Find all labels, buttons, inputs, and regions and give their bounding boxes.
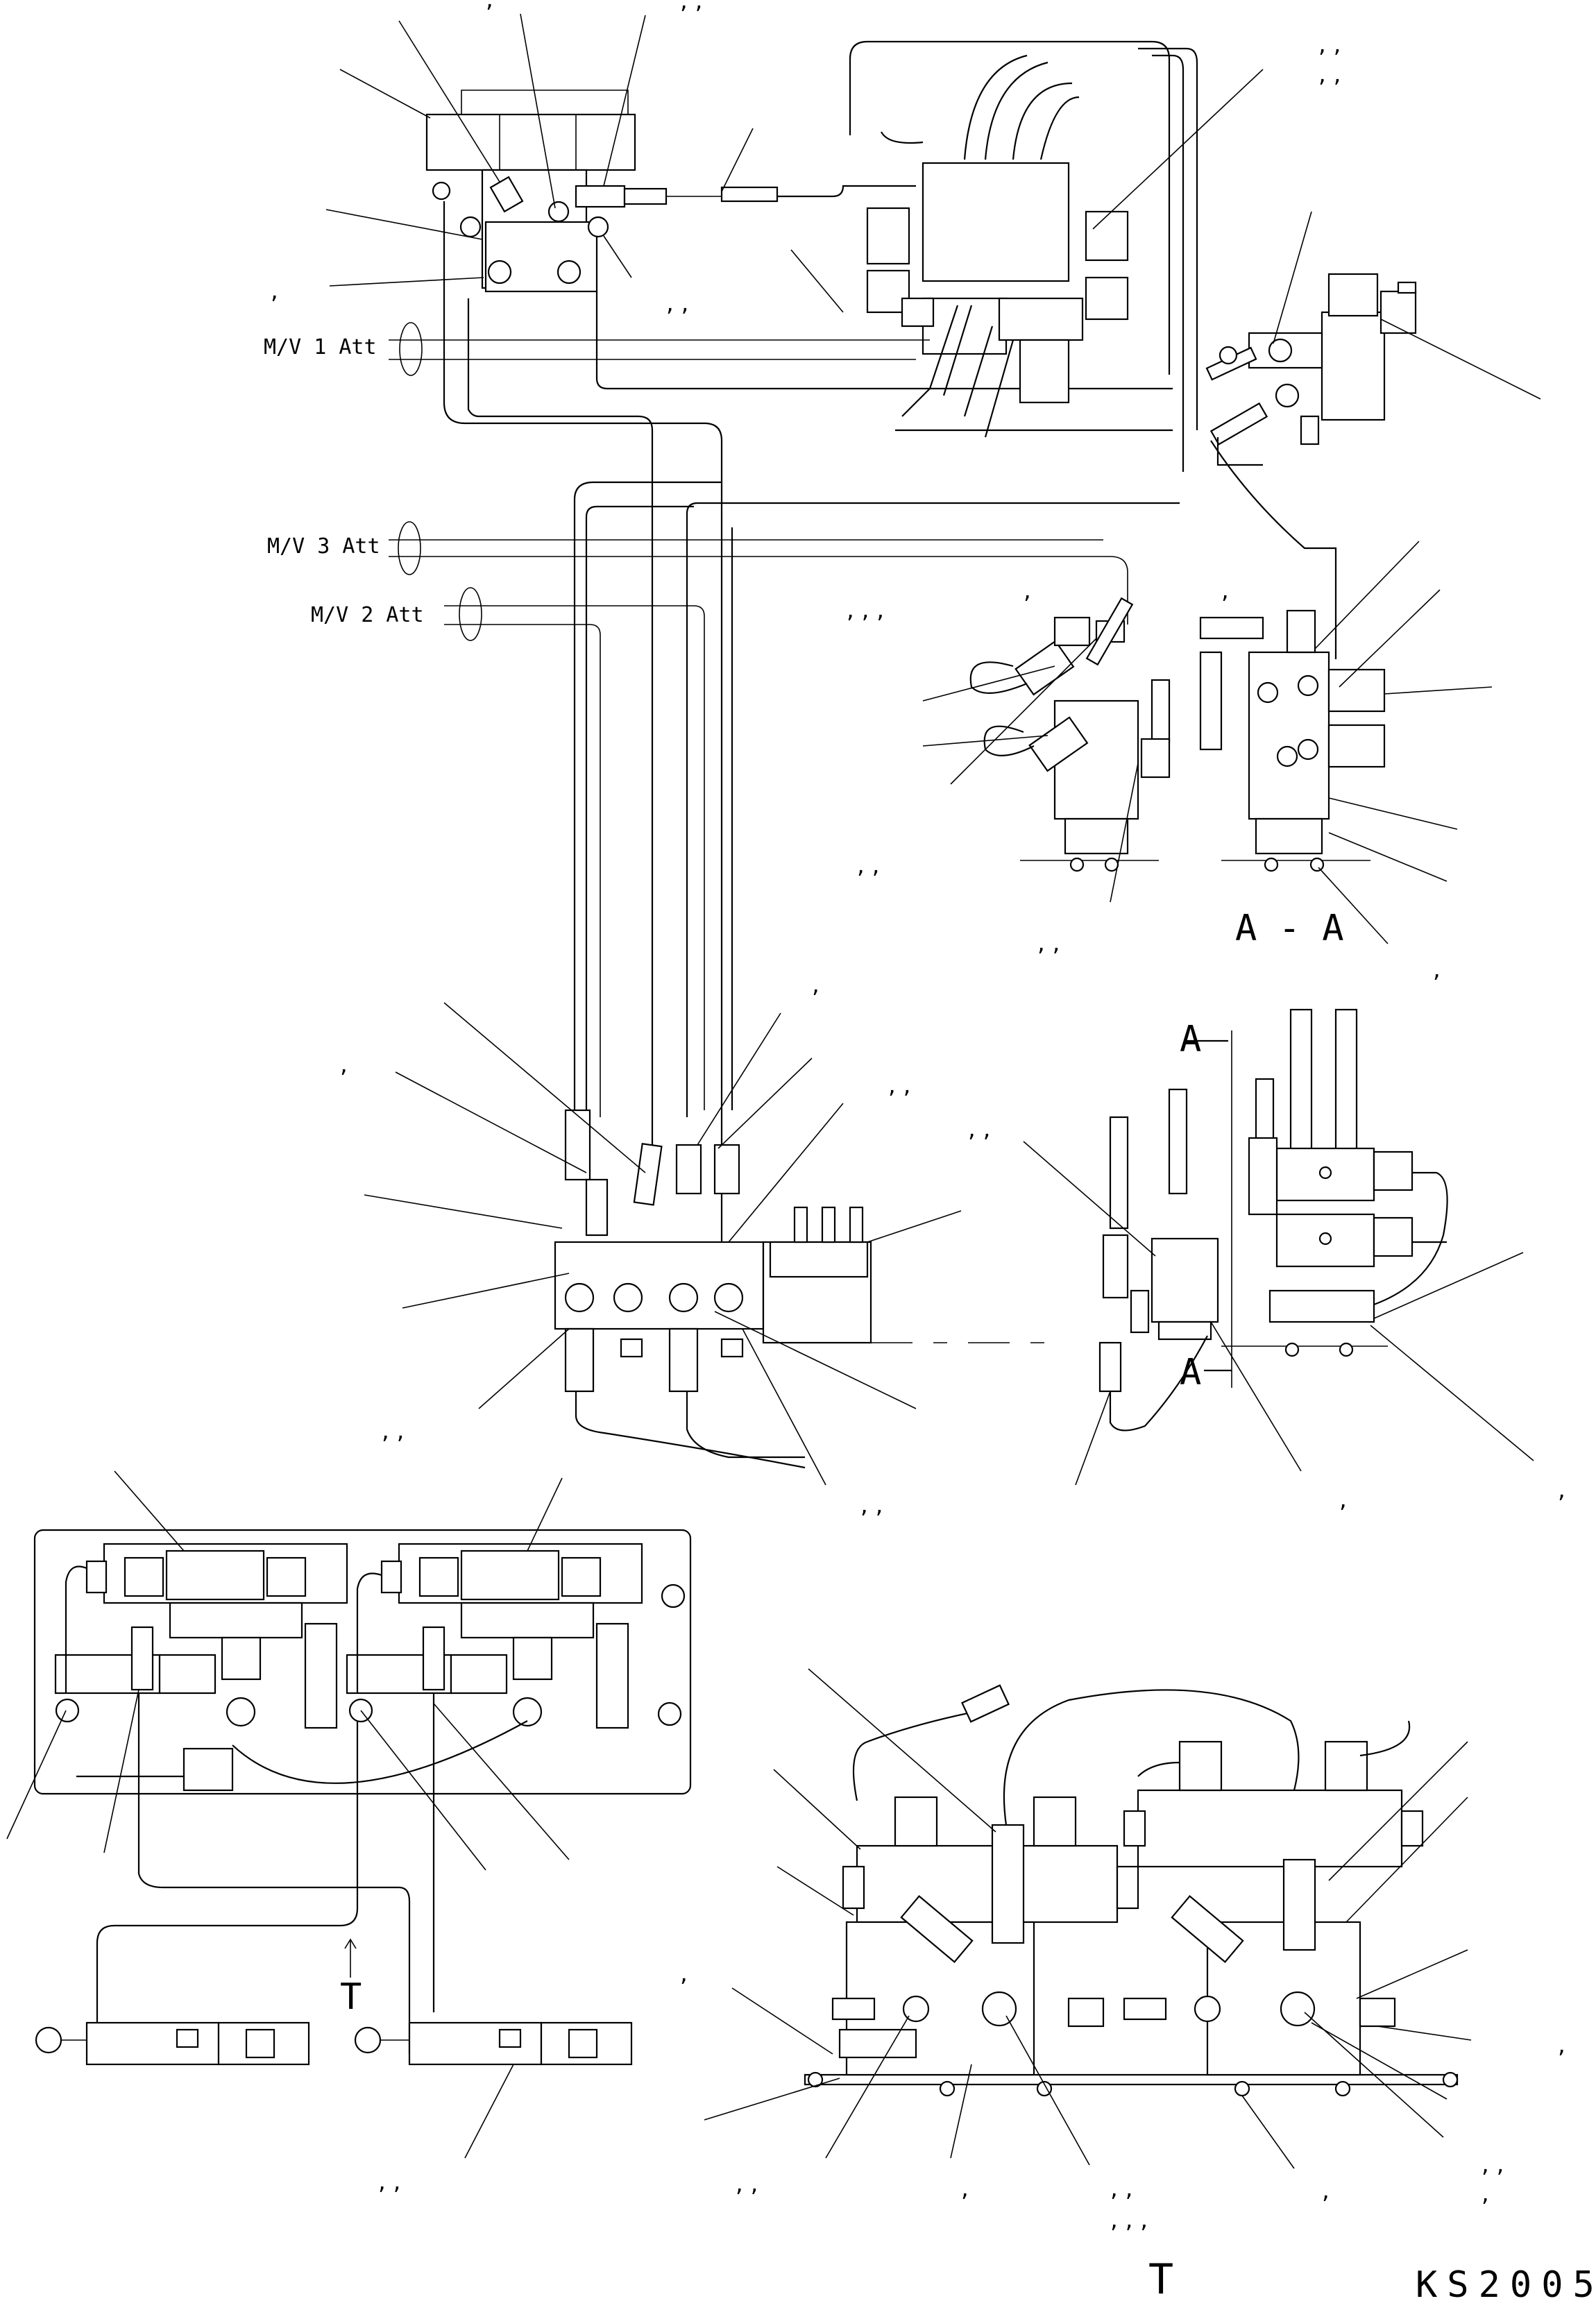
middle-front-view: [364, 1002, 1055, 1486]
bottom-cylinders: [35, 2021, 633, 2159]
svg-text:,: ,: [680, 1960, 688, 1987]
svg-text:,: ,: [271, 277, 278, 305]
section-aa-label: A - A: [1235, 908, 1344, 949]
main-hose-runs: [573, 481, 1180, 1117]
svg-text:, ,: , ,: [1110, 2175, 1132, 2202]
hose-routing-top: [443, 185, 1173, 1242]
svg-text:,: ,: [486, 0, 493, 13]
bottom-left-plan-view: T: [6, 1470, 692, 2054]
svg-text:,: ,: [1558, 2031, 1565, 2059]
svg-text:, ,: , ,: [857, 851, 879, 879]
svg-text:, ,: , ,: [860, 1491, 883, 1519]
bottom-right-elevation: T: [704, 1668, 1472, 2301]
svg-text:,: ,: [1322, 2177, 1330, 2205]
svg-text:, ,: , ,: [378, 2168, 400, 2196]
svg-text:,: ,: [1339, 1486, 1347, 1513]
svg-text:,: ,: [1221, 577, 1229, 604]
svg-text:, ,: , ,: [382, 1417, 404, 1445]
top-left-valve-block: [325, 13, 779, 293]
svg-text:, ,: , ,: [1482, 2150, 1504, 2178]
tank-label-large: T: [1148, 2255, 1173, 2301]
mv1-label: M/V 1 Att: [264, 335, 377, 359]
right-solenoid-valve: [1205, 211, 1541, 659]
arrow-a-top: A: [1180, 1019, 1201, 1060]
svg-text:, ,: , ,: [888, 1071, 910, 1099]
svg-text:, ,: , ,: [1037, 929, 1060, 957]
svg-text:,: ,: [1558, 1476, 1565, 1504]
svg-text:,: ,: [961, 2175, 969, 2202]
svg-text:,: ,: [340, 1051, 348, 1078]
svg-text:, ,: , ,: [1318, 31, 1341, 58]
svg-text:,: ,: [1024, 577, 1031, 604]
mv-callouts: M/V 1 Att M/V 3 Att M/V 2 Att: [264, 322, 1128, 1117]
callout-commas: , , , , , , , , , , , , , , , , , , , , …: [271, 0, 1565, 2234]
svg-text:, ,: , ,: [736, 2170, 758, 2198]
svg-text:,: ,: [1433, 956, 1441, 983]
svg-text:, , ,: , , ,: [1110, 2206, 1148, 2234]
svg-text:, ,: , ,: [1318, 60, 1341, 88]
section-aa-view: A - A: [922, 541, 1493, 949]
drawing-code: KS200547: [1416, 2264, 1596, 2301]
svg-text:, ,: , ,: [666, 289, 688, 317]
arrow-a-bottom: A: [1180, 1352, 1201, 1393]
svg-text:, ,: , ,: [968, 1115, 990, 1143]
middle-side-view: A A: [1023, 1008, 1534, 1486]
tank-label-small: T: [340, 1976, 362, 2018]
svg-text:, , ,: , , ,: [847, 596, 884, 624]
svg-text:,: ,: [812, 971, 820, 999]
mv2-label: M/V 2 Att: [311, 603, 424, 627]
top-right-valve-assembly: [790, 40, 1264, 472]
svg-text:, ,: , ,: [680, 0, 702, 15]
svg-text:,: ,: [1482, 2180, 1489, 2207]
mv3-label: M/V 3 Att: [267, 534, 380, 559]
